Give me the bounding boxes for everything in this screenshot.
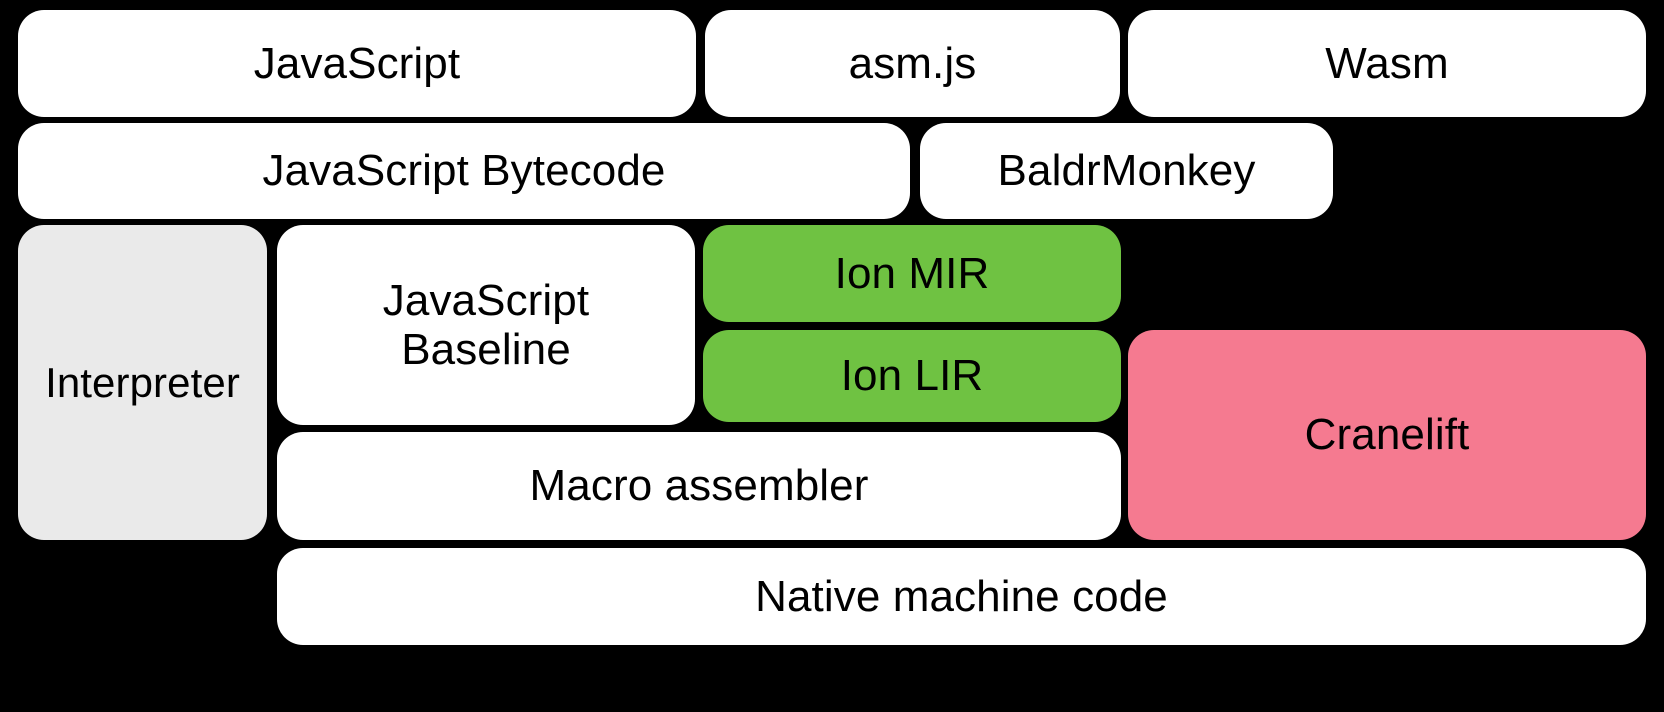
node-javascript-bytecode: JavaScript Bytecode xyxy=(18,123,910,219)
node-macro-assembler: Macro assembler xyxy=(277,432,1121,540)
node-ion-mir: Ion MIR xyxy=(703,225,1121,322)
node-javascript: JavaScript xyxy=(18,10,696,117)
node-wasm: Wasm xyxy=(1128,10,1646,117)
node-ion-lir: Ion LIR xyxy=(703,330,1121,422)
node-native-machine-code: Native machine code xyxy=(277,548,1646,645)
node-cranelift: Cranelift xyxy=(1128,330,1646,540)
node-asmjs: asm.js xyxy=(705,10,1120,117)
node-baldrmonkey: BaldrMonkey xyxy=(920,123,1333,219)
node-interpreter: Interpreter xyxy=(18,225,267,540)
node-javascript-baseline: JavaScript Baseline xyxy=(277,225,695,425)
